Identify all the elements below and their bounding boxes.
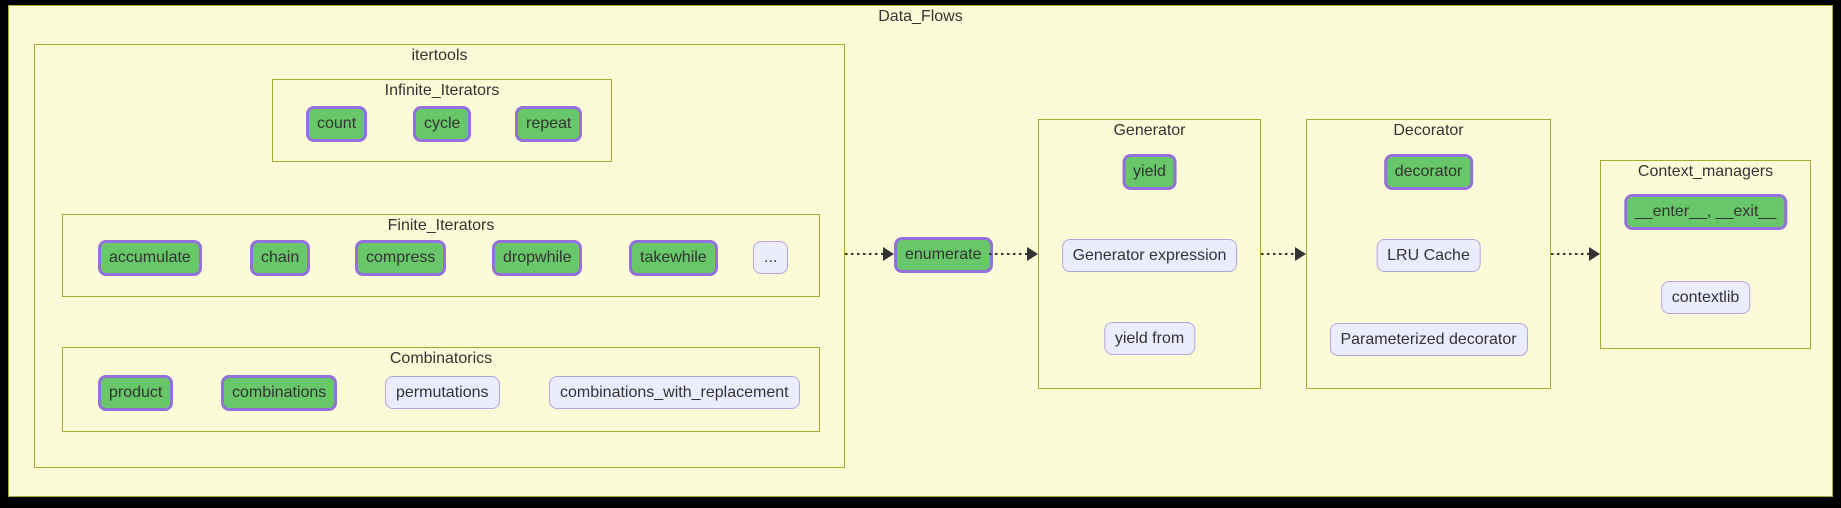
node-yield-from: yield from [1103,322,1196,355]
edge-dotted-line [1551,253,1591,255]
arrowhead-right-icon [1295,247,1306,261]
node-lru-cache: LRU Cache [1376,239,1481,272]
group-generator: Generator yield Generator expression yie… [1038,119,1261,389]
node-product: product [98,375,174,411]
node-chain: chain [250,240,311,276]
node-repeat: repeat [515,106,583,142]
group-itertools: itertools Infinite_Iterators count cycle… [34,44,845,468]
arrowhead-right-icon [1589,247,1600,261]
edge-generator-to-decorator [1261,247,1306,261]
diagram-title: Data_Flows [878,8,963,25]
node-count: count [306,106,368,142]
group-title-decorator: Decorator [1393,122,1464,139]
node-permutations: permutations [385,376,500,409]
node-combinations-with-replacement: combinations_with_replacement [549,376,800,409]
edge-dotted-line [1261,253,1297,255]
group-finite-iterators: Finite_Iterators accumulate chain compre… [62,214,820,297]
node-takewhile: takewhile [629,240,718,276]
edge-finite-iterators-to-enumerate [845,247,894,261]
node-accumulate: accumulate [98,240,202,276]
group-title-generator: Generator [1113,122,1186,139]
edge-enumerate-to-generator [989,247,1038,261]
arrowhead-right-icon [1027,247,1038,261]
edge-dotted-line [989,253,1029,255]
node-dropwhile: dropwhile [492,240,583,276]
group-title-context-managers: Context_managers [1637,163,1774,180]
node-decorator: decorator [1383,154,1474,190]
node-contextlib: contextlib [1660,281,1751,314]
group-data-flows: Data_Flows itertools Infinite_Iterators … [8,5,1833,497]
group-infinite-iterators: Infinite_Iterators count cycle repeat [272,79,612,162]
node-cycle: cycle [413,106,472,142]
group-context-managers: Context_managers __enter__, __exit__ con… [1600,160,1811,349]
group-title-itertools: itertools [411,47,468,64]
node-combinations: combinations [221,375,338,411]
arrowhead-right-icon [883,247,894,261]
node-enumerate: enumerate [894,237,993,273]
group-title-finite-iterators: Finite_Iterators [387,217,495,234]
node-compress: compress [355,240,447,276]
node-parameterized-decorator: Parameterized decorator [1329,323,1528,356]
edge-decorator-to-context-managers [1551,247,1600,261]
group-title-combinatorics: Combinatorics [389,350,493,367]
group-decorator: Decorator decorator LRU Cache Parameteri… [1306,119,1551,389]
group-combinatorics: Combinatorics product combinations permu… [62,347,820,432]
node-enter-exit: __enter__, __exit__ [1623,194,1788,230]
edge-dotted-line [845,253,885,255]
node-generator-expression: Generator expression [1061,239,1238,272]
group-title-infinite-iterators: Infinite_Iterators [384,82,500,99]
node-yield: yield [1122,154,1177,190]
node-ellipsis: ... [753,241,789,274]
